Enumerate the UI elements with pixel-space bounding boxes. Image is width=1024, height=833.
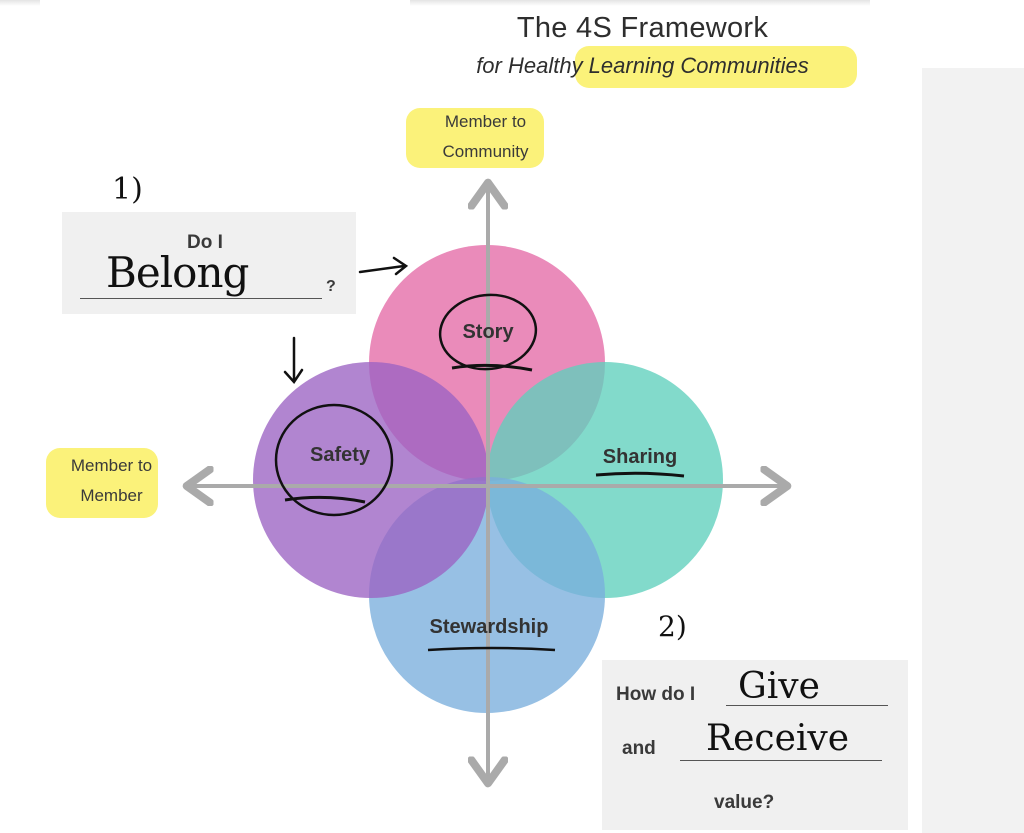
handdrawn-underline-safety	[284, 495, 366, 504]
subtitle-highlight	[575, 46, 857, 88]
diagram-subtitle: for Healthy Learning Communities	[476, 53, 809, 78]
box2-line2: and	[622, 738, 656, 759]
circle-safety	[253, 362, 489, 598]
box1-suffix: ?	[326, 278, 336, 295]
box1-blank-line	[80, 298, 322, 299]
circle-label-stewardship: Stewardship	[430, 616, 549, 638]
box2-blank-line2	[680, 760, 882, 761]
give-receive-question-box: How do I Give and Receive value?	[602, 660, 908, 830]
right-side-panel	[922, 68, 1024, 833]
handdrawn-arrow-right	[358, 256, 409, 276]
vertical-axis-label: Member to Community	[408, 107, 563, 167]
circle-label-story: Story	[462, 321, 514, 343]
box2-blank-line1	[726, 705, 888, 706]
box1-answer: Belong	[106, 248, 249, 297]
box2-line3: value?	[714, 792, 775, 813]
box2-answer2: Receive	[706, 718, 850, 759]
circle-label-safety: Safety	[310, 444, 371, 466]
box2-answer1: Give	[738, 666, 820, 707]
handdrawn-underline-stewardship	[427, 646, 556, 652]
vertical-axis-label-line1: Member to	[444, 112, 527, 131]
circle-label-sharing: Sharing	[603, 446, 677, 468]
box1-number: 1)	[112, 172, 143, 207]
horizontal-axis-label-line1: Member to	[70, 456, 153, 475]
handdrawn-circle-safety	[274, 403, 394, 517]
horizontal-axis-label-highlight	[46, 448, 158, 518]
handdrawn-circle-story	[438, 293, 538, 371]
handdrawn-underline-sharing	[595, 471, 685, 478]
box1-question: Do I	[187, 232, 223, 253]
top-shadow-left	[0, 0, 40, 6]
vertical-axis-label-highlight	[406, 108, 544, 168]
horizontal-axis-label-line2: Member	[80, 486, 143, 505]
diagram-title: The 4S Framework	[516, 12, 769, 44]
box2-line1: How do I	[616, 684, 696, 705]
horizontal-axis-label: Member to Member	[44, 451, 179, 511]
vertical-axis-label-line2: Community	[442, 142, 529, 161]
belong-question-box: Do I Belong ?	[62, 212, 356, 314]
box2-number: 2)	[658, 610, 687, 643]
top-shadow-center	[410, 0, 870, 6]
handdrawn-arrow-down	[283, 336, 304, 385]
handdrawn-underline-story	[451, 363, 533, 372]
